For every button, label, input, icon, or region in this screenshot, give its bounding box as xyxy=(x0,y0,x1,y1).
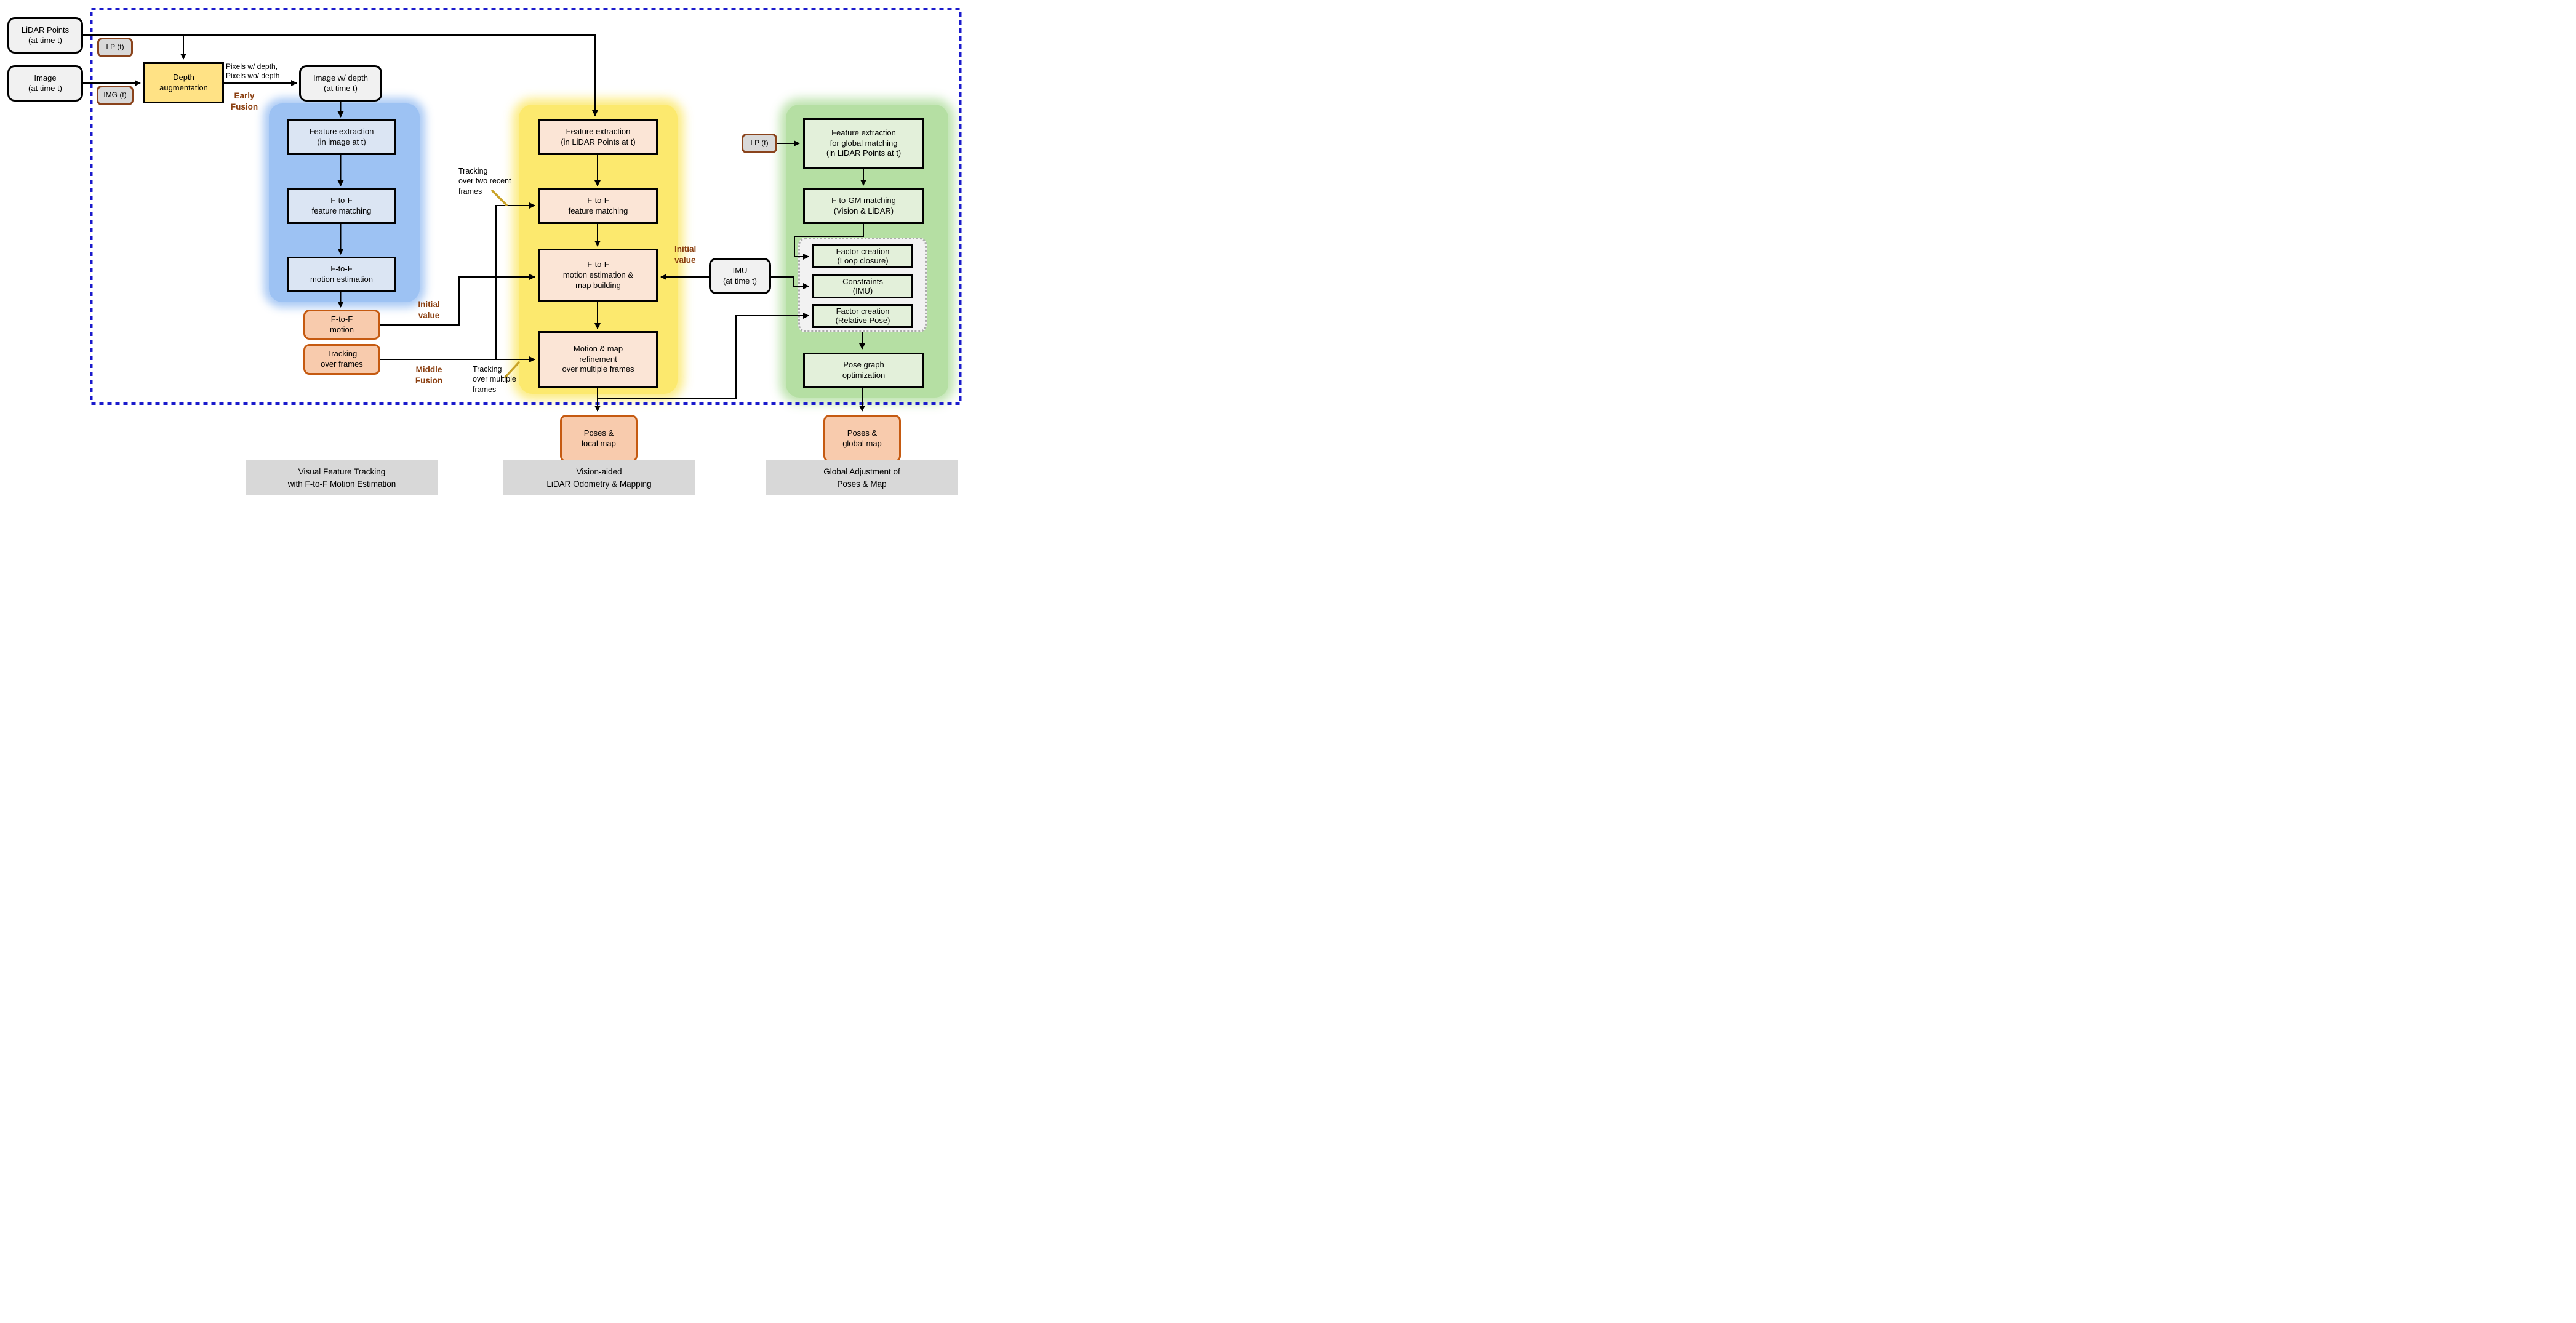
image-node: Image (at time t) xyxy=(7,65,83,102)
depth-augmentation-node: Depth augmentation xyxy=(143,62,224,103)
image-w-depth-node: Image w/ depth (at time t) xyxy=(299,65,382,102)
zone-label-lidar-odometry: Vision-aided LiDAR Odometry & Mapping xyxy=(503,460,695,495)
early-fusion-annotation: Early Fusion xyxy=(230,91,258,112)
factor-creation-relative-pose-node: Factor creation (Relative Pose) xyxy=(812,304,913,328)
factor-creation-loop-closure-node: Factor creation (Loop closure) xyxy=(812,244,913,268)
img-tag: IMG (t) xyxy=(97,86,134,105)
ftf-motion-output-node: F-to-F motion xyxy=(303,310,380,340)
ftf-motion-estimation-visual-node: F-to-F motion estimation xyxy=(287,257,396,292)
feature-extraction-global-matching-node: Feature extraction for global matching (… xyxy=(803,118,924,169)
lidar-points-node: LiDAR Points (at time t) xyxy=(7,17,83,54)
ftf-feature-matching-lidar-node: F-to-F feature matching xyxy=(538,188,658,224)
tracking-two-recent-annotation: Tracking over two recent frames xyxy=(458,167,511,196)
poses-global-map-node: Poses & global map xyxy=(823,415,901,462)
feature-extraction-image-node: Feature extraction (in image at t) xyxy=(287,119,396,155)
poses-local-map-node: Poses & local map xyxy=(560,415,638,462)
tracking-multiple-annotation: Tracking over multiple frames xyxy=(473,365,516,394)
initial-value-left-annotation: Initial value xyxy=(418,300,440,321)
lidar-points-label: LiDAR Points xyxy=(21,25,70,34)
feature-extraction-lidar-node: Feature extraction (in LiDAR Points at t… xyxy=(538,119,658,155)
tracking-over-frames-node: Tracking over frames xyxy=(303,344,380,375)
middle-fusion-annotation: Middle Fusion xyxy=(415,365,443,386)
lp-tag: LP (t) xyxy=(97,38,133,57)
pixels-depth-note: Pixels w/ depth, Pixels wo/ depth xyxy=(226,62,280,80)
zone-label-global-adjustment: Global Adjustment of Poses & Map xyxy=(766,460,958,495)
imu-node: IMU (at time t) xyxy=(709,258,771,294)
motion-map-refinement-node: Motion & map refinement over multiple fr… xyxy=(538,331,658,388)
constraints-imu-node: Constraints (IMU) xyxy=(812,274,913,298)
ftf-feature-matching-visual-node: F-to-F feature matching xyxy=(287,188,396,224)
ftogm-matching-node: F-to-GM matching (Vision & LiDAR) xyxy=(803,188,924,224)
zone-label-visual-tracking: Visual Feature Tracking with F-to-F Moti… xyxy=(246,460,438,495)
ftf-motion-estimation-map-building-node: F-to-F motion estimation & map building xyxy=(538,249,658,302)
initial-value-right-annotation: Initial value xyxy=(674,244,697,265)
flowchart-canvas: LiDAR Points (at time t) LP (t) Image (a… xyxy=(0,0,965,496)
pose-graph-optimization-node: Pose graph optimization xyxy=(803,353,924,388)
lp-tag-right: LP (t) xyxy=(742,134,777,153)
